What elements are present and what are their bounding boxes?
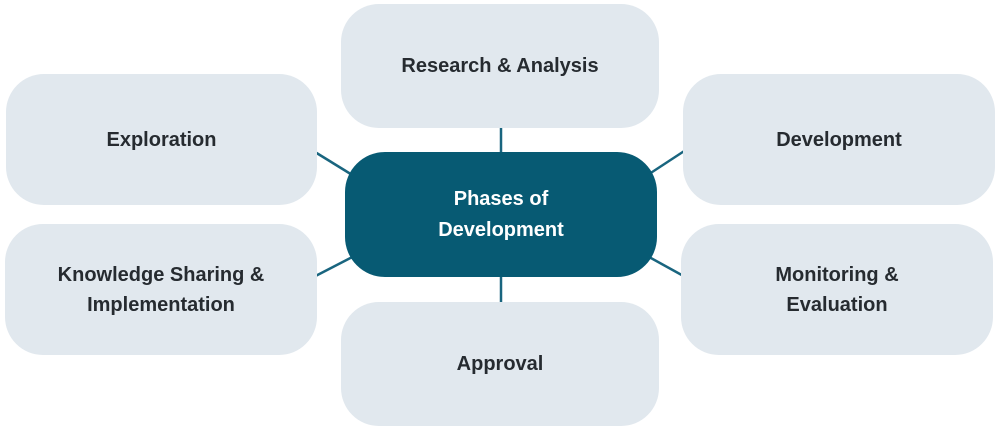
node-research-analysis: Research & Analysis bbox=[341, 4, 659, 128]
node-monitoring-evaluation: Monitoring & Evaluation bbox=[681, 224, 993, 355]
node-label: Development bbox=[776, 128, 902, 151]
node-development: Development bbox=[683, 74, 995, 205]
node-exploration: Exploration bbox=[6, 74, 317, 205]
node-label: Exploration bbox=[106, 128, 217, 151]
node-label: Research & Analysis bbox=[401, 55, 599, 77]
node-approval: Approval bbox=[341, 302, 659, 426]
node-label: Approval bbox=[456, 353, 544, 375]
node-label: Monitoring & Evaluation bbox=[775, 263, 899, 316]
center-node-label: Phases of Development bbox=[438, 187, 564, 241]
node-knowledge-sharing-implementation: Knowledge Sharing & Implementation bbox=[5, 224, 317, 355]
node-label: Knowledge Sharing & Implementation bbox=[57, 263, 265, 316]
node-phases-of-development: Phases of Development bbox=[345, 152, 657, 277]
